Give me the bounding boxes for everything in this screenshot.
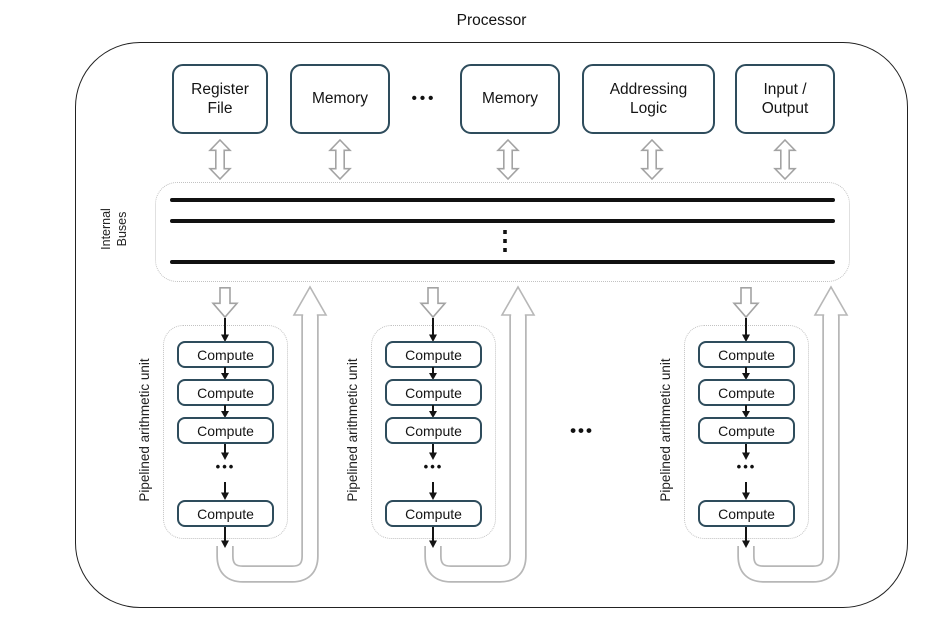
stage-ellipsis: ••• [215, 459, 236, 474]
stage-flow-arrow [742, 318, 750, 342]
bus-to-unit-arrow [419, 287, 447, 319]
pipelined-unit-label: Pipelined arithmetic unit [658, 358, 673, 502]
compute-box-3: Compute [698, 417, 795, 444]
stage-flow-arrow [742, 367, 750, 380]
bus-to-unit-arrow [732, 287, 760, 319]
feedback-loop-arrow [216, 285, 328, 583]
pipelined-arithmetic-unit-2: Pipelined arithmetic unit Compute Comput… [345, 283, 546, 595]
compute-box-3: Compute [177, 417, 274, 444]
stage-ellipsis: ••• [736, 459, 757, 474]
pipelined-unit-label: Pipelined arithmetic unit [345, 358, 360, 502]
stage-flow-arrow [221, 318, 229, 342]
compute-box-2: Compute [698, 379, 795, 406]
bus-to-unit-arrow [211, 287, 239, 319]
bidirectional-arrow-addressing-logic [640, 138, 664, 181]
bus-line-1 [170, 198, 835, 202]
input-output-box: Input / Output [735, 64, 835, 134]
stage-flow-arrow [742, 405, 750, 418]
stage-flow-arrow [221, 367, 229, 380]
memory-box-2: Memory [460, 64, 560, 134]
diagram-title: Processor [456, 12, 527, 29]
stage-flow-arrow [429, 527, 437, 548]
stage-flow-arrow [221, 482, 229, 500]
stage-flow-arrow [221, 444, 229, 460]
pipelined-arithmetic-unit-1: Pipelined arithmetic unit Compute Comput… [137, 283, 338, 595]
top-row-ellipsis: ••• [411, 90, 437, 107]
stage-flow-arrow [742, 527, 750, 548]
stage-flow-arrow [429, 318, 437, 342]
stage-flow-arrow [429, 444, 437, 460]
stage-flow-arrow [429, 482, 437, 500]
bus-line-3 [170, 260, 835, 264]
stage-flow-arrow [221, 527, 229, 548]
internal-buses-label: Internal Buses [99, 189, 131, 269]
register-file-box: Register File [172, 64, 268, 134]
stage-flow-arrow [429, 405, 437, 418]
between-units-ellipsis: ••• [570, 421, 594, 440]
compute-box-1: Compute [385, 341, 482, 368]
feedback-loop-arrow [424, 285, 536, 583]
stage-flow-arrow [742, 444, 750, 460]
feedback-loop-arrow [737, 285, 849, 583]
compute-box-4: Compute [385, 500, 482, 527]
stage-flow-arrow [742, 482, 750, 500]
pipelined-arithmetic-unit-3: Pipelined arithmetic unit Compute Comput… [658, 283, 859, 595]
bidirectional-arrow-memory-1 [328, 138, 352, 181]
compute-box-2: Compute [177, 379, 274, 406]
bus-line-2 [170, 219, 835, 223]
compute-box-4: Compute [698, 500, 795, 527]
compute-box-1: Compute [698, 341, 795, 368]
bidirectional-arrow-register-file [208, 138, 232, 181]
stage-flow-arrow [221, 405, 229, 418]
compute-box-1: Compute [177, 341, 274, 368]
stage-ellipsis: ••• [423, 459, 444, 474]
bidirectional-arrow-input-output [773, 138, 797, 181]
pipelined-unit-label: Pipelined arithmetic unit [137, 358, 152, 502]
compute-box-4: Compute [177, 500, 274, 527]
bus-vertical-ellipsis: ⋮ [492, 225, 518, 255]
internal-buses-label-line1: Internal [99, 208, 113, 250]
compute-box-2: Compute [385, 379, 482, 406]
addressing-logic-box: Addressing Logic [582, 64, 715, 134]
compute-box-3: Compute [385, 417, 482, 444]
bidirectional-arrow-memory-2 [496, 138, 520, 181]
stage-flow-arrow [429, 367, 437, 380]
memory-box-1: Memory [290, 64, 390, 134]
internal-buses-label-line2: Buses [114, 211, 129, 247]
